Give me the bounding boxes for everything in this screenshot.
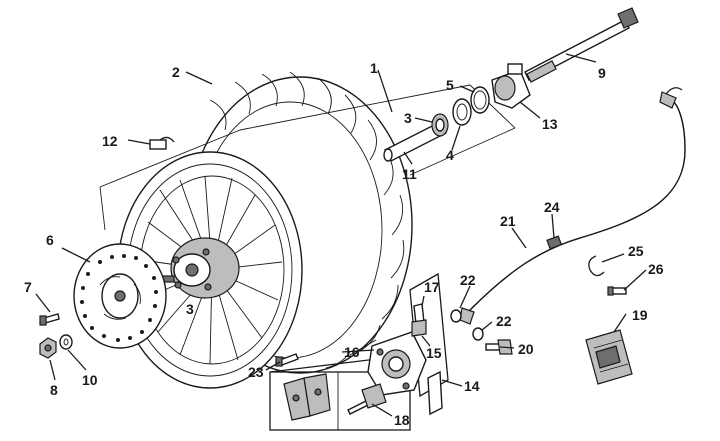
axle-assembly: [383, 7, 639, 162]
callout-22-lower: 22: [496, 313, 512, 329]
callout-10: 10: [82, 372, 98, 388]
callout-23: 23: [248, 364, 264, 380]
pad-spring-15: [427, 370, 443, 416]
washer-10: [59, 334, 73, 350]
callout-9: 9: [598, 65, 606, 81]
callout-22-upper: 22: [460, 272, 476, 288]
callout-16: 16: [344, 344, 360, 360]
callout-17: 17: [424, 279, 440, 295]
brake-hose: [459, 87, 686, 325]
callout-4: 4: [446, 147, 454, 163]
callout-5: 5: [446, 77, 454, 93]
washer-22-lower: [472, 327, 484, 341]
callout-20: 20: [518, 341, 534, 357]
disc-screw-7: [39, 313, 60, 326]
callout-18: 18: [394, 412, 410, 428]
brake-pads: [283, 373, 331, 421]
callout-26: 26: [648, 261, 664, 277]
callout-21: 21: [500, 213, 516, 229]
nut-8: [39, 337, 57, 359]
pad-pin: [347, 383, 387, 415]
callout-1: 1: [370, 60, 378, 76]
callout-8: 8: [50, 382, 58, 398]
screw-23: [275, 353, 299, 367]
callout-15: 15: [426, 345, 442, 361]
screw-26: [607, 286, 627, 296]
valve-part-12: [149, 136, 175, 150]
callout-6: 6: [46, 232, 54, 248]
hose-clip-25: [588, 255, 605, 277]
callout-19: 19: [632, 307, 648, 323]
bleeder-screw-17: [411, 303, 427, 337]
brake-disc: [73, 243, 167, 349]
wheel-rim: [117, 151, 303, 389]
decal-kit-19: [585, 329, 633, 385]
callout-2: 2: [172, 64, 180, 80]
washer-22-upper: [450, 309, 462, 323]
callout-14: 14: [464, 378, 480, 394]
callout-25: 25: [628, 243, 644, 259]
callout-12: 12: [102, 133, 118, 149]
callout-7: 7: [24, 279, 32, 295]
callout-3-upper: 3: [404, 110, 412, 126]
leader-lines: [35, 53, 647, 417]
callout-24: 24: [544, 199, 560, 215]
callout-3-lower: 3: [186, 301, 194, 317]
callout-13: 13: [542, 116, 558, 132]
callout-11: 11: [402, 166, 417, 182]
